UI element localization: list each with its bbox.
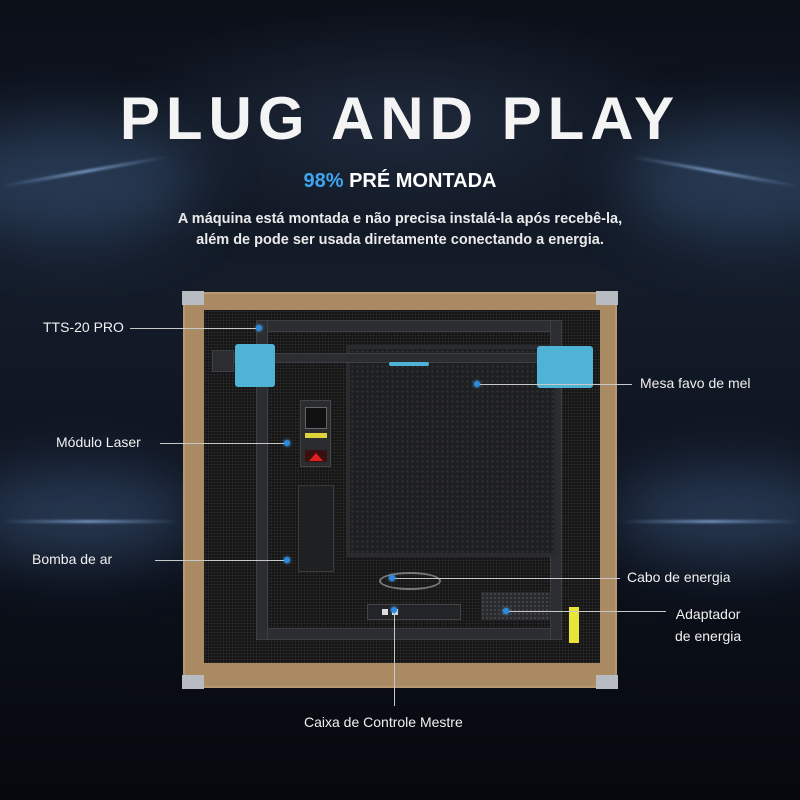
callout-line <box>392 578 620 579</box>
label-machine: TTS-20 PRO <box>43 319 124 335</box>
label-adapter: Adaptador de energia <box>675 603 741 647</box>
left-carriage <box>235 344 275 387</box>
label-honeycomb: Mesa favo de mel <box>640 375 751 391</box>
callout-line <box>155 560 287 561</box>
laser-carriage <box>389 362 429 366</box>
callout-line <box>506 611 666 612</box>
callout-line <box>130 328 259 329</box>
warning-label <box>569 607 579 643</box>
frame-rail-bottom <box>256 628 554 640</box>
callout-dot <box>503 608 509 614</box>
callout-dot <box>284 440 290 446</box>
page-title: PLUG AND PLAY <box>119 85 681 152</box>
description: A máquina está montada e não precisa ins… <box>0 209 800 251</box>
light-streak <box>0 520 180 523</box>
callout-dot <box>256 325 262 331</box>
subtitle-text: PRÉ MONTADA <box>343 170 497 192</box>
foam-insert <box>204 310 600 663</box>
callout-line <box>160 443 287 444</box>
background-glow <box>610 470 800 560</box>
label-adapter-line: Adaptador <box>675 606 741 622</box>
background-glow <box>0 470 200 560</box>
callout-dot <box>389 575 395 581</box>
stepper-motor <box>212 350 234 372</box>
description-line: A máquina está montada e não precisa ins… <box>177 211 623 227</box>
frame-rail-top <box>256 320 554 332</box>
light-streak <box>620 520 800 523</box>
description-line: além de pode ser usada diretamente conec… <box>196 232 604 248</box>
box-corner <box>596 675 618 689</box>
honeycomb-table <box>346 345 558 557</box>
label-cable: Cabo de energia <box>627 569 731 585</box>
label-controller: Caixa de Controle Mestre <box>304 714 463 730</box>
box-corner <box>182 291 204 305</box>
label-pump: Bomba de ar <box>32 551 113 567</box>
label-laser: Módulo Laser <box>56 434 141 450</box>
control-box <box>367 604 461 620</box>
subtitle: 98% PRÉ MONTADA <box>0 170 800 193</box>
callout-dot <box>284 557 290 563</box>
laser-module <box>300 400 331 467</box>
right-carriage <box>537 346 593 388</box>
label-adapter-line: de energia <box>675 628 742 644</box>
callout-dot <box>391 607 397 613</box>
callout-line <box>394 610 395 706</box>
box-corner <box>182 675 204 689</box>
callout-line <box>477 384 632 385</box>
callout-dot <box>474 381 480 387</box>
power-adapter <box>481 592 551 620</box>
subtitle-percent: 98% <box>303 170 344 192</box>
air-pump <box>298 485 334 572</box>
box-corner <box>596 291 618 305</box>
power-cable <box>379 572 441 590</box>
shipping-box <box>182 291 618 689</box>
